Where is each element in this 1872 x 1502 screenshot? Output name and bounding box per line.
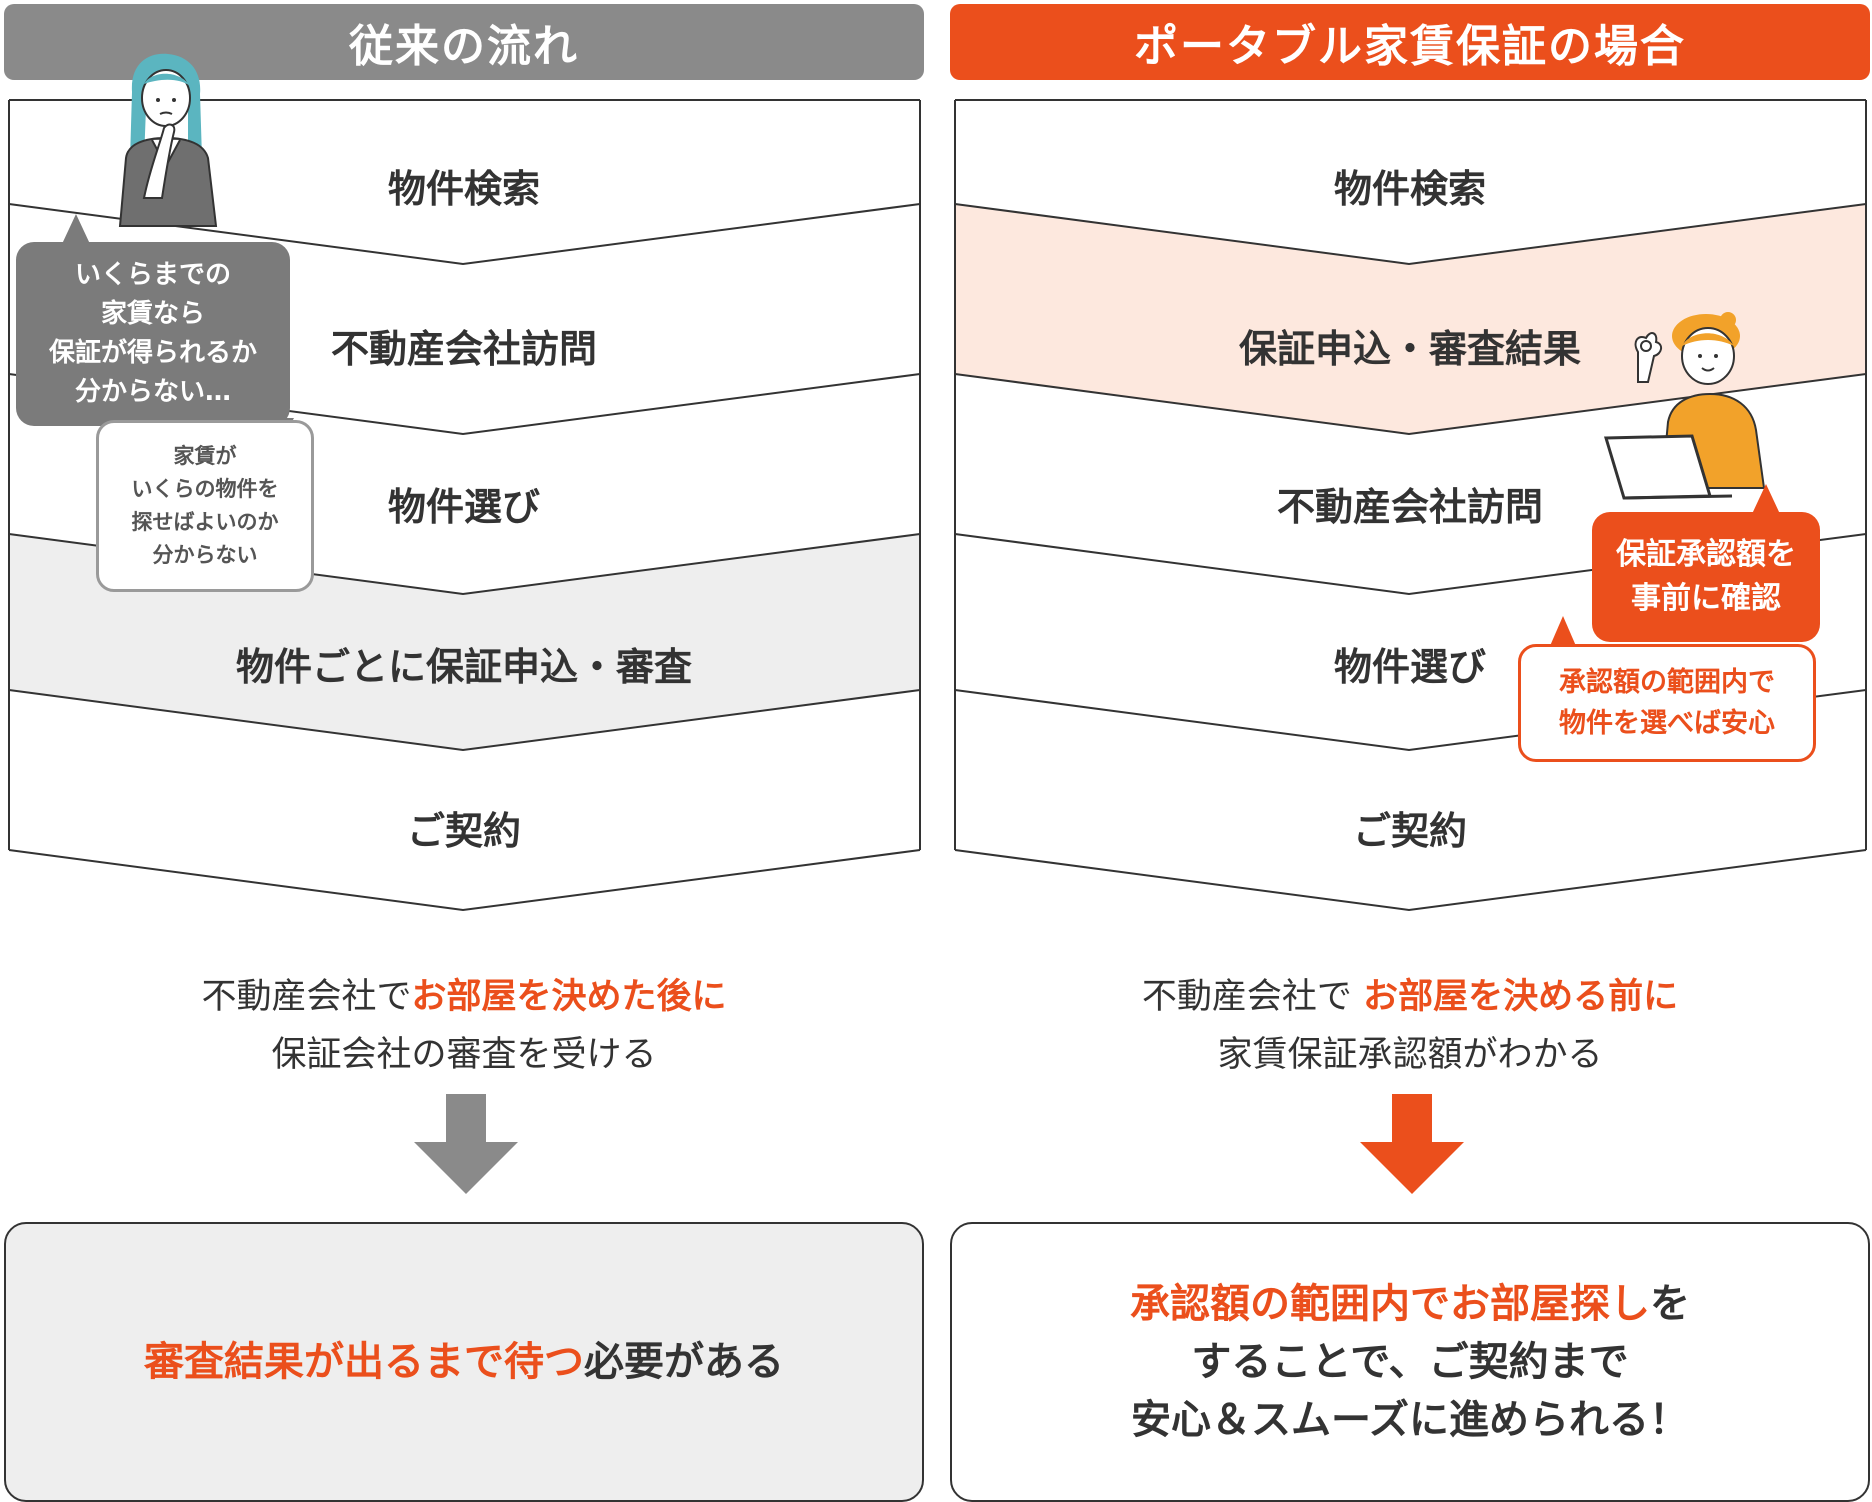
step-agency-visit: 不動産会社訪問 [330,327,597,371]
summary-text: 不動産会社で [1141,977,1364,1017]
worry-bubble-line: 家賃が [173,444,237,468]
step-guarantee-application-result: 保証申込・審査結果 [1238,327,1581,371]
worry-bubble-line: 分からない… [74,377,231,407]
step-property-selection: 物件選び [387,485,540,529]
step-property-selection: 物件選び [1333,645,1486,689]
bubble-tail [1550,616,1576,646]
chevron-4 [8,689,921,752]
worry-bubble-line: いくらの物件を [131,477,279,501]
chevron-5 [954,849,1867,912]
worry-bubble-line: 分からない [152,543,258,567]
summary-text: 不動産会社で [201,977,412,1017]
step-guarantee-application-per-property: 物件ごとに保証申込・審査 [235,645,692,689]
result-highlight: 承認額の範囲内でお部屋探し [1130,1281,1650,1327]
result-text: を [1650,1281,1690,1327]
traditional-result-box: 審査結果が出るまで待つ必要がある [4,1222,924,1502]
worried-woman-illustration [118,53,218,227]
worry-bubble-line: 保証が得られるか [48,338,257,368]
summary-text: 家賃保証承認額がわかる [1217,1035,1603,1075]
happy-person-laptop-illustration [1603,312,1766,500]
step-contract: ご契約 [1352,809,1467,853]
worry-bubble-line: いくらまでの [74,260,231,290]
portable-result-box: 承認額の範囲内でお部屋探しを することで、ご契約まで 安心＆スムーズに進められる… [950,1222,1870,1502]
benefit-bubble-line: 保証承認額を [1616,537,1796,572]
step-property-search: 物件検索 [1333,167,1486,211]
result-text: することで、ご契約まで [1191,1339,1629,1385]
down-arrow-icon [1360,1094,1464,1194]
portable-summary: 不動産会社で お部屋を決める前に 家賃保証承認額がわかる [950,968,1870,1084]
benefit-bubble-line: 承認額の範囲内で [1559,667,1775,698]
worry-bubble-line: 探せばよいのか [131,510,279,534]
worry-bubble-line: 家賃なら [100,299,205,329]
summary-highlight: お部屋を決める前に [1363,977,1679,1017]
benefit-bubble-choose: 承認額の範囲内で 物件を選べば安心 [1518,644,1816,762]
summary-highlight: お部屋を決めた後に [411,977,727,1017]
traditional-flow-panel: 従来の流れ 物件検索 不動産会社訪問 物件選び 物件ごとに保証申込・審査 ご契約 [4,0,928,1502]
bubble-tail [62,214,90,244]
benefit-bubble-line: 物件を選べば安心 [1559,708,1775,739]
benefit-bubble-line: 事前に確認 [1631,581,1781,616]
result-text: 安心＆スムーズに進められる！ [1131,1397,1689,1443]
result-highlight: 審査結果が出るまで待つ [144,1339,584,1385]
result-text: 必要がある [584,1339,784,1385]
step-contract: ご契約 [406,809,521,853]
chevron-1 [954,203,1867,266]
summary-text: 保証会社の審査を受ける [271,1035,657,1075]
step-property-search: 物件検索 [387,167,540,211]
bubble-tail [1752,484,1780,514]
portable-guarantee-header: ポータブル家賃保証の場合 [950,4,1870,80]
worry-bubble-guarantee: いくらまでの 家賃なら 保証が得られるか 分からない… [16,242,290,426]
portable-guarantee-panel: ポータブル家賃保証の場合 物件検索 保証申込・審査結果 不動産会社訪問 物件選び… [950,0,1872,1502]
chevron-5 [8,849,921,912]
worry-bubble-rent: 家賃が いくらの物件を 探せばよいのか 分からない [96,420,314,592]
traditional-summary: 不動産会社でお部屋を決めた後に 保証会社の審査を受ける [4,968,924,1084]
step-agency-visit: 不動産会社訪問 [1276,485,1543,529]
down-arrow-icon [414,1094,518,1194]
benefit-bubble-confirm: 保証承認額を 事前に確認 [1592,512,1820,642]
